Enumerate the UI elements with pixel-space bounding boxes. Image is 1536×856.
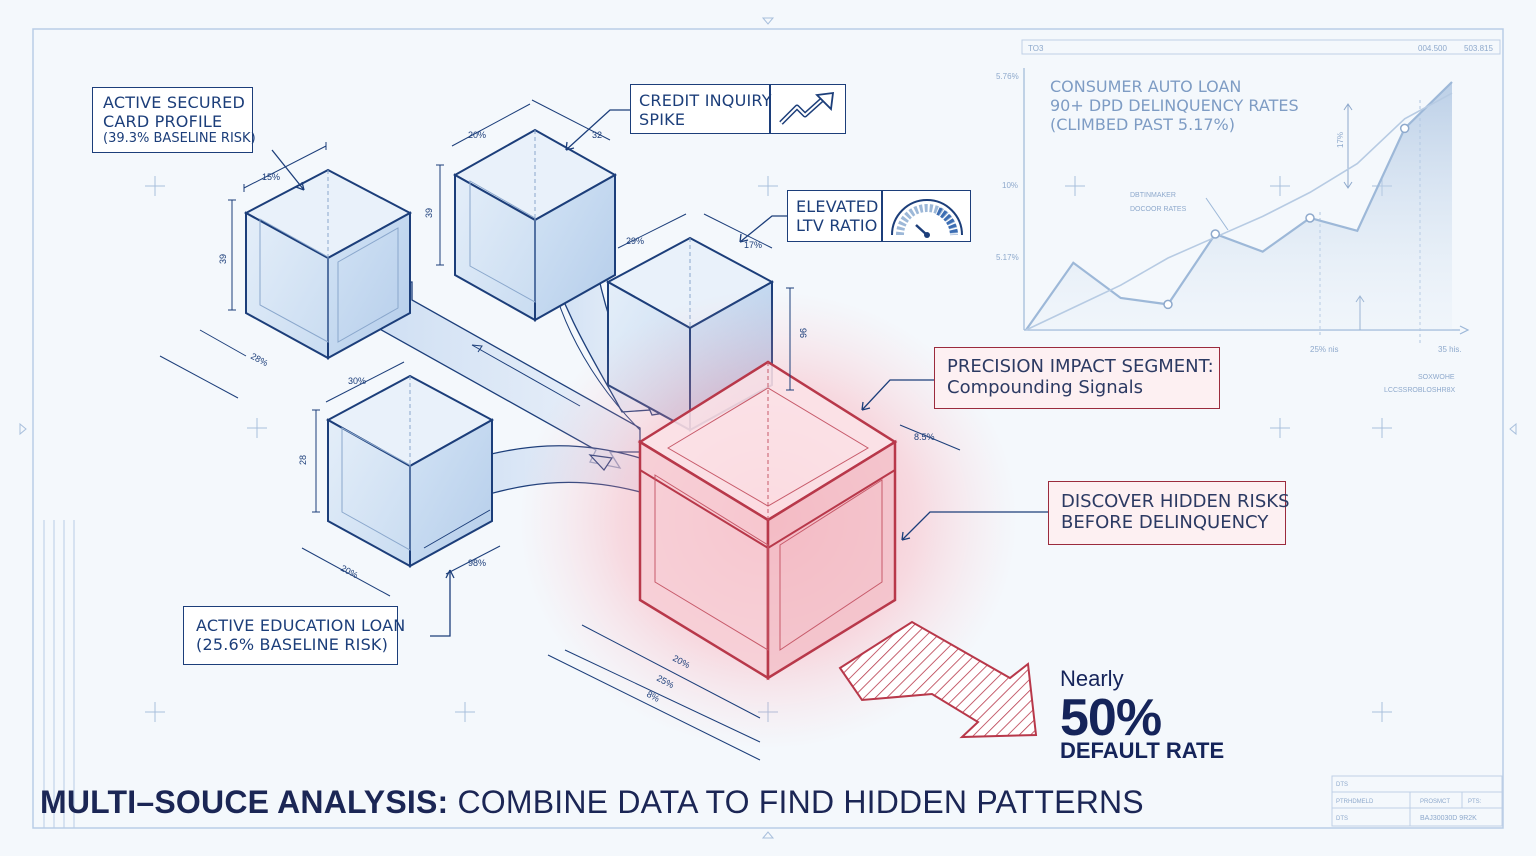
chart-point <box>1399 123 1410 134</box>
title-block: DTS PTRHDMELD PROSMCT PTS: DTS BAJ30030D… <box>1331 775 1503 827</box>
dim-c-top2: 17% <box>744 240 762 250</box>
title-block-r2c: PTS: <box>1468 799 1482 805</box>
chart-title-line3: (CLIMBED PAST 5.17%) <box>1050 115 1235 135</box>
chart-point <box>1210 229 1221 239</box>
dim-b-top: 20% <box>468 130 486 140</box>
callout-education-line1: ACTIVE EDUCATION LOAN <box>196 616 406 635</box>
impact-outflow-arrow <box>838 620 1038 739</box>
registration-marks <box>19 17 1517 839</box>
title-block-r2a: PTRHDMELD <box>1336 799 1374 805</box>
dim-d-top: 30% <box>348 376 366 386</box>
cube-credit-inquiry <box>452 128 618 322</box>
page-title: MULTI–SOUCE ANALYSIS: COMBINE DATA TO FI… <box>40 784 1144 821</box>
dim-d-side: 28 <box>298 455 308 465</box>
stat-label: DEFAULT RATE <box>1060 738 1225 763</box>
cube-secured-card <box>243 168 413 360</box>
chart-area-fill <box>1026 82 1452 330</box>
chart-point <box>1305 213 1315 223</box>
chart-y-tick-low: 5.17% <box>996 253 1019 262</box>
chart-x-tick-2: 35 his. <box>1438 345 1462 354</box>
chart-panel: TO3 004.500 503.815 5.76% 10% 5.17% 17% … <box>996 39 1501 394</box>
title-block-r1: DTS <box>1336 782 1348 788</box>
callout-credit-inquiry-line2: SPIKE <box>639 109 686 129</box>
chart-point <box>1163 299 1173 310</box>
dim-b-top2: 32 <box>592 130 602 140</box>
callout-precision-line1: PRECISION IMPACT SEGMENT: <box>947 356 1214 377</box>
chart-x-tick-1: 25% nis <box>1310 345 1338 354</box>
chart-y-tick-mid: 10% <box>1002 181 1018 190</box>
dim-d-bottom2: 98% <box>468 558 486 568</box>
callout-active-secured-line3: (39.3% BASELINE RISK) <box>103 131 256 147</box>
callout-precision-line2: Compounding Signals <box>947 376 1144 398</box>
chart-gap-label: 17% <box>1336 132 1345 148</box>
callout-elevated-ltv-line1: ELEVATED <box>796 197 879 216</box>
page-title-rest: COMBINE DATA TO FIND HIDDEN PATTERNS <box>448 784 1144 820</box>
dimension-lines <box>159 99 961 761</box>
frame-border <box>32 28 1504 829</box>
chart-title-line2: 90+ DPD DELINQUENCY RATES <box>1050 96 1299 116</box>
callout-active-secured-card: ACTIVE SECURED CARD PROFILE (39.3% BASEL… <box>92 87 256 154</box>
page-title-bold: MULTI–SOUCE ANALYSIS: <box>40 784 449 820</box>
callout-active-secured-line2: CARD PROFILE <box>103 111 223 131</box>
chart-annotation-line2: DOCOOR RATES <box>1130 206 1187 213</box>
callout-precision-impact: PRECISION IMPACT SEGMENT: Compounding Si… <box>934 347 1220 409</box>
callout-elevated-ltv-line2: LTV RATIO <box>796 215 878 235</box>
chart-series-1-line <box>1025 81 1453 331</box>
leader-lines <box>271 109 1048 637</box>
title-block-r3a: DTS <box>1336 816 1348 822</box>
callout-elevated-ltv: ELEVATED LTV RATIO <box>787 190 971 242</box>
trend-up-arrow-icon <box>779 91 835 125</box>
chart-annotation-line1: DBTINMAKER <box>1130 192 1176 199</box>
callout-active-secured-line1: ACTIVE SECURED <box>103 93 245 112</box>
chart-series-2-line <box>1025 92 1453 331</box>
dim-e-side: 8.5% <box>914 432 935 442</box>
callout-discover-hidden-risks: DISCOVER HIDDEN RISKS BEFORE DELINQUENCY <box>1048 481 1290 545</box>
chart-title: CONSUMER AUTO LOAN 90+ DPD DELINQUENCY R… <box>1050 77 1299 135</box>
chart-legend-line2: LCCSSROBLOSHR8X <box>1384 387 1456 394</box>
chart-y-tick-top: 5.76% <box>996 72 1019 81</box>
gauge-icon <box>891 199 963 238</box>
chart-title-line1: CONSUMER AUTO LOAN <box>1050 77 1242 96</box>
stat-prefix: Nearly <box>1060 666 1124 691</box>
callout-discover-line1: DISCOVER HIDDEN RISKS <box>1061 491 1290 512</box>
margin-hatch <box>43 520 75 828</box>
callout-credit-inquiry-line1: CREDIT INQUIRY <box>639 91 772 110</box>
chart-header-right: 503.815 <box>1464 44 1493 53</box>
chart-legend-line1: SOXWOHE <box>1418 374 1455 381</box>
dim-b-side: 39 <box>424 208 434 218</box>
stat-value: 50% <box>1060 689 1162 747</box>
callout-education-line2: (25.6% BASELINE RISK) <box>196 634 389 654</box>
cube-education-loan <box>325 374 495 568</box>
callout-discover-line2: BEFORE DELINQUENCY <box>1061 511 1269 533</box>
dim-c-top: 29% <box>626 236 644 246</box>
callout-credit-inquiry: CREDIT INQUIRY SPIKE <box>630 84 846 134</box>
chart-plot-area <box>1025 81 1453 331</box>
title-block-r3b: BAJ30030D 9R2K <box>1420 815 1477 822</box>
chart-header-mid: 004.500 <box>1418 44 1447 53</box>
dim-a-side: 39 <box>218 254 228 264</box>
chart-header-left: TO3 <box>1028 44 1044 53</box>
dim-c-side: 96 <box>798 328 808 338</box>
callout-education-loan: ACTIVE EDUCATION LOAN (25.6% BASELINE RI… <box>183 606 406 666</box>
title-block-r2b: PROSMCT <box>1420 799 1450 805</box>
dim-a-top: 15% <box>262 172 280 182</box>
cube-impact-segment <box>637 360 898 681</box>
